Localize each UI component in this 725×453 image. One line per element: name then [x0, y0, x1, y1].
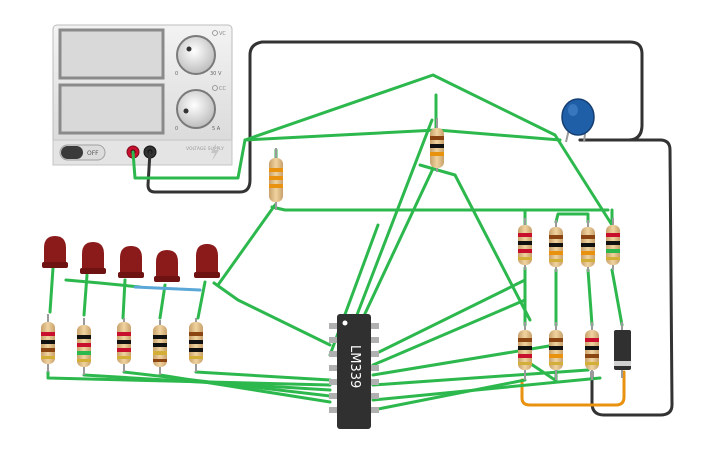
resistors[interactable]	[41, 118, 620, 380]
blue-wire[interactable]	[133, 285, 202, 292]
led-1[interactable]	[42, 236, 68, 268]
power-switch-label: OFF	[87, 150, 99, 157]
resistor-right-2[interactable]	[549, 220, 563, 272]
black-wires[interactable]	[146, 40, 674, 417]
lightning-bolt-icon	[211, 143, 219, 161]
current-knob-max-label: 5 A	[212, 126, 221, 132]
resistor-led-3[interactable]	[117, 318, 131, 372]
resistor-right-3[interactable]	[581, 220, 595, 272]
diode[interactable]	[614, 322, 631, 378]
voltage-display	[58, 28, 165, 80]
current-knob[interactable]	[176, 89, 216, 129]
chip-label: LM339	[347, 345, 362, 388]
resistor-right-7[interactable]	[585, 322, 599, 380]
resistor-right-6[interactable]	[549, 322, 563, 380]
voltage-knob-min-label: 0	[175, 71, 178, 77]
resistor-led-4[interactable]	[153, 320, 167, 375]
resistor-top-center[interactable]	[430, 118, 444, 172]
ceramic-capacitor[interactable]	[561, 98, 595, 143]
voltage-tag: VC	[219, 31, 226, 37]
led-3[interactable]	[118, 246, 144, 278]
brand-label: VOLTAGE SUPPLY	[186, 146, 224, 152]
orange-wire[interactable]	[520, 370, 626, 407]
voltage-knob-max-label: 30 V	[210, 71, 222, 77]
power-supply[interactable]: 0 30 V VC 0 5 A CC OFF VOLTAGE SUPPLY	[52, 24, 233, 166]
lm339-chip[interactable]: LM339	[329, 314, 379, 429]
resistor-led-1[interactable]	[41, 314, 55, 372]
current-tag: CC	[219, 86, 226, 92]
resistor-right-1[interactable]	[518, 218, 532, 270]
led-2[interactable]	[80, 242, 106, 274]
resistor-right-5[interactable]	[518, 322, 532, 380]
resistor-right-4[interactable]	[606, 218, 620, 270]
voltage-knob[interactable]	[176, 35, 216, 75]
current-display	[58, 83, 165, 135]
power-switch[interactable]: OFF	[59, 144, 106, 161]
current-knob-min-label: 0	[175, 126, 178, 132]
led-5[interactable]	[194, 244, 220, 278]
resistor-led-2[interactable]	[77, 318, 91, 375]
led-array[interactable]	[42, 236, 220, 282]
led-4[interactable]	[154, 250, 180, 282]
resistor-top-left[interactable]	[269, 148, 283, 210]
resistor-led-5[interactable]	[189, 318, 203, 372]
